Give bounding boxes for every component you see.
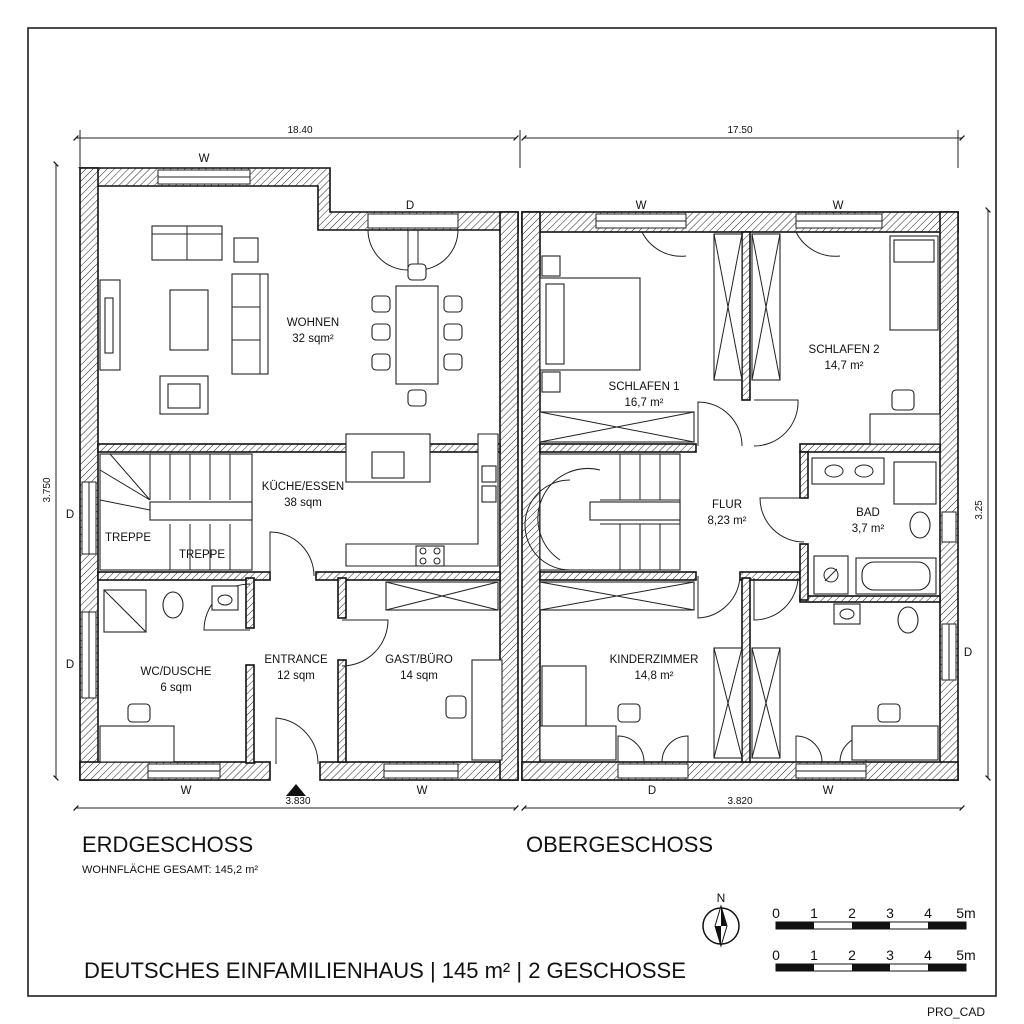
marker-door: D	[648, 785, 656, 797]
scale-bar-bottom-labels: 0 1 2 3 4 5m	[772, 947, 976, 963]
room-kueche-area: 38 sqm	[284, 497, 322, 509]
room-schlafen1-area: 16,7 m²	[625, 397, 664, 409]
north-label: N	[717, 891, 726, 905]
scale-label: 1	[810, 905, 818, 921]
scale-label: 4	[924, 905, 932, 921]
room-entrance-name: ENTRANCE	[264, 654, 328, 666]
scale-bar-bottom	[775, 963, 967, 972]
room-treppe-a: TREPPE	[105, 532, 151, 544]
dim-top-left: 18.40	[287, 125, 312, 136]
room-wc-area: 6 sqm	[160, 682, 191, 694]
room-bad-name: BAD	[856, 507, 880, 519]
scale-label: 5m	[956, 947, 975, 963]
room-flur-name: FLUR	[712, 499, 742, 511]
room-schlafen2-area: 14,7 m²	[825, 360, 864, 372]
footer-title: DEUTSCHES EINFAMILIENHAUS | 145 m² | 2 G…	[84, 958, 686, 983]
room-kinder-area: 14,8 m²	[635, 670, 674, 682]
upper-floor-heading: OBERGESCHOSS	[526, 832, 713, 857]
ground-floor-furniture	[99, 225, 503, 763]
room-flur-area: 8,23 m²	[708, 515, 747, 527]
scale-bar-top	[775, 921, 967, 930]
marker-door: D	[406, 200, 414, 212]
marker-window: W	[833, 200, 844, 212]
scale-label: 2	[848, 947, 856, 963]
scale-label: 0	[772, 947, 780, 963]
upper-floor-openings	[595, 213, 957, 779]
room-schlafen1-name: SCHLAFEN 1	[609, 381, 680, 393]
scale-label: 4	[924, 947, 932, 963]
room-gast-area: 14 sqm	[400, 670, 438, 682]
marker-door: D	[66, 509, 74, 521]
scale-bar-top-labels: 0 1 2 3 4 5m	[772, 905, 976, 921]
scale-label: 0	[772, 905, 780, 921]
room-wohnen-area: 32 sqm²	[292, 333, 334, 345]
ground-floor-heading: ERDGESCHOSS	[82, 832, 253, 857]
ground-floor-openings	[81, 169, 459, 796]
marker-door: D	[66, 659, 74, 671]
room-kinder-name: KINDERZIMMER	[610, 654, 699, 666]
marker-door: D	[964, 647, 972, 659]
scale-label: 1	[810, 947, 818, 963]
room-kueche-name: KÜCHE/ESSEN	[262, 481, 344, 493]
ground-floor-subheading: WOHNFLÄCHE GESAMT: 145,2 m²	[82, 864, 258, 876]
entrance-arrow-icon	[286, 784, 306, 796]
room-entrance-area: 12 sqm	[277, 670, 315, 682]
marker-window: W	[636, 200, 647, 212]
dim-top-right: 17.50	[727, 125, 752, 136]
room-bad-area: 3,7 m²	[852, 523, 885, 535]
dim-right-vertical: 3.25	[974, 500, 985, 520]
north-arrow-icon	[702, 904, 740, 948]
scale-label: 3	[886, 905, 894, 921]
scale-label: 2	[848, 905, 856, 921]
marker-window: W	[823, 785, 834, 797]
marker-window: W	[181, 785, 192, 797]
dim-bottom-right: 3.820	[727, 796, 752, 807]
room-schlafen2-name: SCHLAFEN 2	[809, 344, 880, 356]
dim-left-vertical: 3.750	[42, 477, 53, 502]
room-gast-name: GAST/BÜRO	[385, 654, 453, 666]
scale-label: 3	[886, 947, 894, 963]
upper-floor-furniture	[524, 233, 941, 761]
opening-markers: W D W W D D D W W D W	[66, 153, 972, 797]
dimension-lines	[53, 130, 991, 811]
marker-window: W	[199, 153, 210, 165]
scale-label: 5m	[956, 905, 975, 921]
room-wohnen-name: WOHNEN	[287, 317, 339, 329]
marker-window: W	[417, 785, 428, 797]
footer-brand: PRO_CAD	[927, 1005, 985, 1019]
sheet-border	[27, 27, 997, 997]
dim-bottom-left: 3.830	[285, 796, 310, 807]
room-treppe-b: TREPPE	[179, 549, 225, 561]
room-wc-name: WC/DUSCHE	[141, 666, 212, 678]
